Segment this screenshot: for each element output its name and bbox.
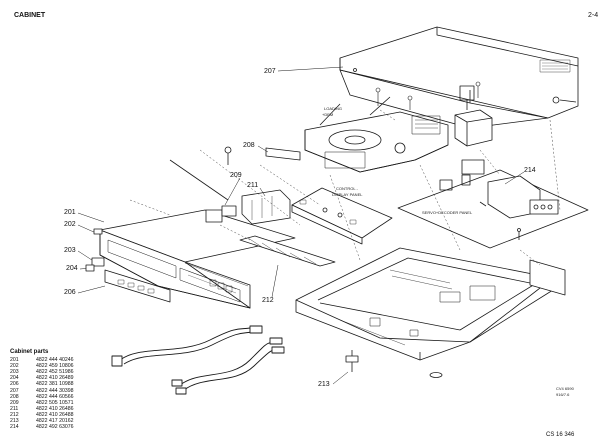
part-code: 4822 381 10988 xyxy=(36,381,74,388)
part-code: 4822 410 26486 xyxy=(36,405,74,412)
part-code: 4822 410 26488 xyxy=(36,411,74,418)
leader-206 xyxy=(77,285,106,294)
callout-211: 211 xyxy=(247,182,259,189)
callout-212: 212 xyxy=(262,297,274,304)
side-panel xyxy=(529,259,566,296)
button-strip xyxy=(239,235,336,267)
parts-list: Cabinet parts 201 4822 444 40246 202 4822 4… xyxy=(10,349,74,430)
parts-row: 207 4822 444 30398 xyxy=(10,388,74,394)
servo-decoder-panel xyxy=(397,169,589,249)
callout-204: 204 xyxy=(66,265,78,272)
part-code: 4822 417 20162 xyxy=(36,418,74,425)
drawing-number: CS 16 346 xyxy=(546,432,575,438)
part-number: 203 xyxy=(10,369,19,376)
parts-row: 202 4822 459 10806 xyxy=(10,363,74,369)
label-loading: LOADING xyxy=(324,106,343,111)
parts-row: 214 4822 492 63076 xyxy=(10,424,74,430)
part-code: 4822 410 26489 xyxy=(36,375,74,382)
part-number: 208 xyxy=(10,393,19,400)
front-panel xyxy=(99,209,296,309)
bottom-chassis xyxy=(295,247,554,361)
page-number: 2-4 xyxy=(588,12,599,19)
leader-212 xyxy=(271,264,279,298)
part-number: 204 xyxy=(10,375,19,382)
leader-208 xyxy=(257,145,269,153)
parts-row: 211 4822 410 26486 xyxy=(10,406,74,412)
part-code: 4822 452 51986 xyxy=(36,369,74,376)
parts-row: 212 4822 410 26488 xyxy=(10,412,74,418)
small-parts xyxy=(85,228,105,272)
leader-211 xyxy=(259,187,266,197)
code-1: CV4 6590 xyxy=(556,386,574,391)
part-number: 207 xyxy=(10,387,19,394)
callout-203: 203 xyxy=(64,247,76,254)
parts-row: 204 4822 410 26489 xyxy=(10,375,74,381)
callout-201: 201 xyxy=(64,209,76,216)
label-display-panel: DISPLAY PANEL xyxy=(332,192,363,197)
part-number: 214 xyxy=(10,424,19,431)
leader-209 xyxy=(224,177,241,206)
leader-202 xyxy=(77,224,97,234)
label-control: CONTROL - xyxy=(336,186,358,191)
part-number: 202 xyxy=(10,363,19,370)
part-number: 201 xyxy=(10,357,19,364)
leader-213 xyxy=(332,371,349,385)
screws-top xyxy=(375,81,481,110)
audio-cable xyxy=(171,337,285,395)
top-cover xyxy=(339,26,579,129)
assembly-lines xyxy=(129,109,561,266)
part-code: 4822 444 40246 xyxy=(36,357,74,364)
parts-row: 213 4822 417 20162 xyxy=(10,418,74,424)
callout-213: 213 xyxy=(318,381,330,388)
leader-207 xyxy=(277,66,344,72)
leader-214 xyxy=(504,171,525,185)
parts-row: 201 4822 444 40246 xyxy=(10,357,74,363)
parts-list-rows: 201 4822 444 40246 202 4822 459 10806 203 482… xyxy=(10,357,74,430)
parts-row: 208 4822 444 60566 xyxy=(10,394,74,400)
leader-201 xyxy=(77,212,105,223)
parts-list-title: Cabinet parts xyxy=(10,349,49,355)
part-number: 206 xyxy=(10,381,19,388)
section-title: CABINET xyxy=(14,12,46,19)
foot-213 xyxy=(345,350,443,378)
part-code: 4822 444 60566 xyxy=(36,393,74,400)
parts-row: 209 4822 505 10571 xyxy=(10,400,74,406)
callout-208: 208 xyxy=(243,142,255,149)
part-number: 213 xyxy=(10,418,19,425)
callout-207: 207 xyxy=(264,68,276,75)
part-code: 4822 444 30398 xyxy=(36,387,74,394)
switch-209 xyxy=(169,146,237,223)
parts-row: 203 4822 452 51986 xyxy=(10,369,74,375)
code-2: 916/7.6 xyxy=(556,392,570,397)
parts-row: 206 4822 381 10988 xyxy=(10,381,74,387)
label-dem: +DEM xyxy=(322,112,334,117)
callout-214: 214 xyxy=(524,167,536,174)
control-display-panel xyxy=(291,187,393,245)
bracket-211 xyxy=(241,189,291,225)
part-number: 212 xyxy=(10,411,19,418)
part-code: 4822 505 10571 xyxy=(36,399,74,406)
callout-209: 209 xyxy=(230,172,242,179)
part-code: 4822 492 63076 xyxy=(36,424,74,431)
part-number: 209 xyxy=(10,399,19,406)
part-number: 211 xyxy=(10,405,19,412)
transformer xyxy=(454,85,493,175)
mains-cable xyxy=(111,325,263,367)
callout-206: 206 xyxy=(64,289,76,296)
label-servo-decoder: SERVO+DECODER PANEL xyxy=(422,210,473,215)
loading-mechanism xyxy=(304,96,449,173)
display-window xyxy=(104,269,171,303)
callout-202: 202 xyxy=(64,221,76,228)
display-lens xyxy=(265,147,301,161)
part-code: 4822 459 10806 xyxy=(36,363,74,370)
